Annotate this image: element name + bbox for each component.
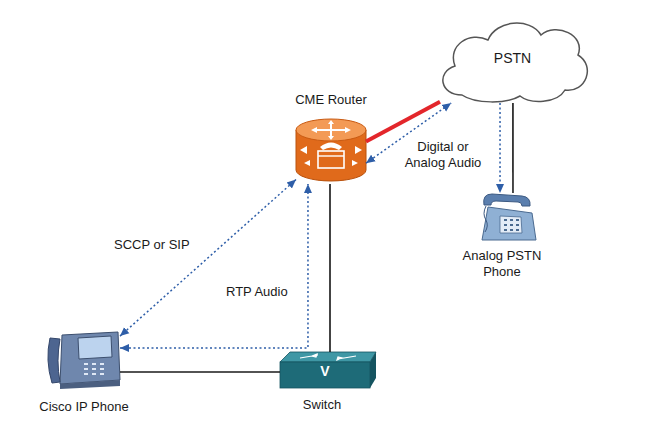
- ethernet-link: [120, 371, 280, 373]
- switch-side: [370, 352, 376, 388]
- router-label: CME Router: [271, 92, 391, 108]
- router-top: [296, 119, 366, 141]
- phone-label: Analog PSTN Phone: [454, 248, 550, 281]
- pstn-trunk-line: [366, 102, 440, 142]
- connector-label: SCCP or SIP: [114, 237, 224, 253]
- analog-phone-base: [482, 207, 536, 240]
- analog-phone-node: Analog PSTN Phone: [478, 193, 538, 241]
- ip-phone-keys: [84, 364, 104, 374]
- analog-phone-keypad: [500, 216, 522, 233]
- switch-node: VSwitch: [280, 352, 376, 388]
- router-arrows: [313, 122, 349, 138]
- cloud-label: PSTN: [440, 50, 585, 68]
- router-node: CME Router: [296, 118, 366, 184]
- audio-flow: [499, 103, 501, 193]
- router-icon: [296, 119, 366, 181]
- pstn-cloud-node: PSTN: [440, 18, 585, 103]
- router-window-bar: [318, 155, 344, 156]
- router-window: [318, 151, 344, 168]
- connector-label: Digital or Analog Audio: [398, 139, 488, 172]
- router-arrowheads: [311, 120, 351, 140]
- switch-arrows: [300, 354, 356, 360]
- ip-phone-handset: [48, 338, 60, 383]
- switch-front: [280, 362, 370, 388]
- analog-phone-handset: [484, 194, 530, 206]
- phone-line: [512, 103, 514, 193]
- switch-icon: [280, 352, 376, 388]
- ip-phone-node: Cisco IP Phone: [48, 325, 120, 387]
- ethernet-link: [329, 184, 331, 352]
- media-flow: [120, 184, 308, 348]
- analog-phone-cord: [484, 206, 487, 232]
- switch-label: Switch: [272, 397, 372, 413]
- analog-phone-keys: [504, 220, 519, 230]
- connector-label: RTP Audio: [226, 284, 306, 300]
- router-handset: [320, 143, 342, 151]
- router-side-arrows: [300, 146, 362, 166]
- ip-phone-screen: [78, 336, 112, 359]
- switch-top: [280, 352, 376, 362]
- ip-phone-icon: [48, 332, 120, 389]
- ip-phone-body: [60, 332, 120, 384]
- analog-phone-icon: [482, 194, 536, 240]
- phone-label: Cisco IP Phone: [24, 399, 144, 415]
- audio-flow: [366, 103, 451, 163]
- ip-phone-foot: [60, 380, 120, 389]
- signaling-flow: [120, 180, 296, 337]
- switch-symbol-letter: V: [280, 363, 370, 381]
